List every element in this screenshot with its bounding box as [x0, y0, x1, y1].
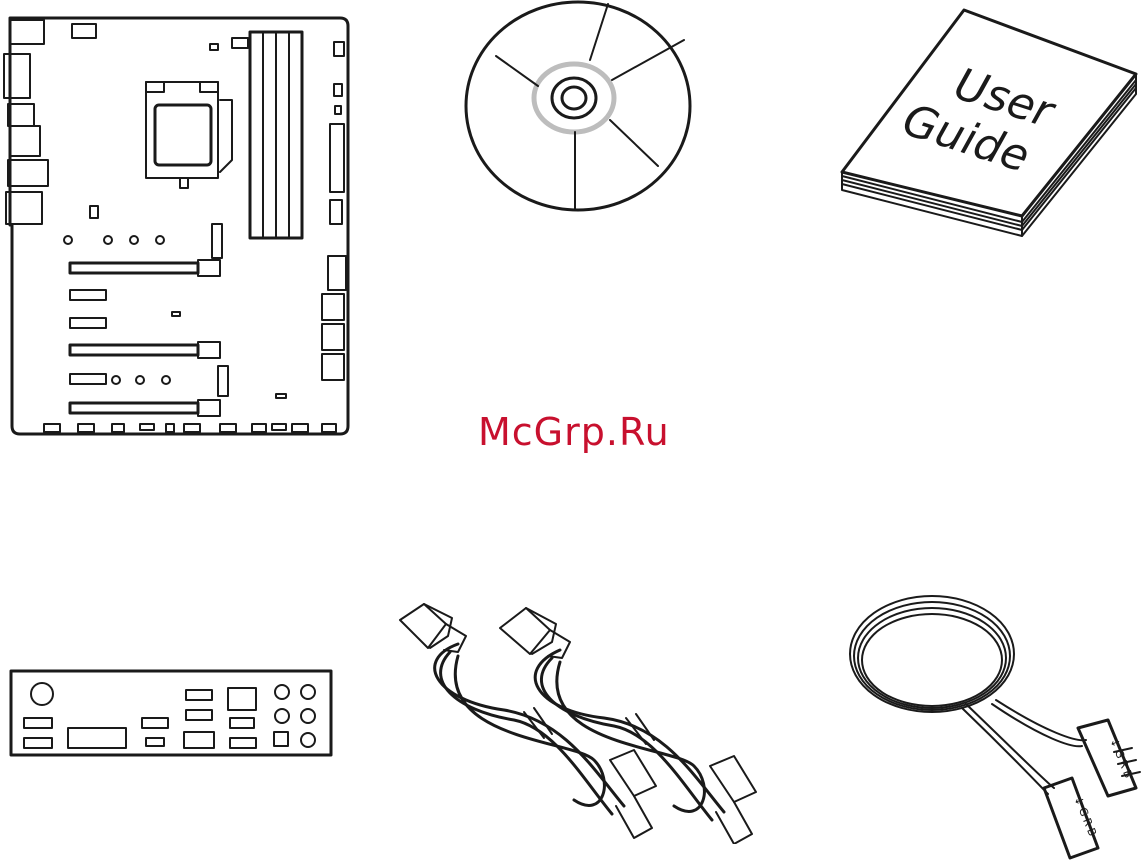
- rgb-connector-label-1: ↓GRB: [1107, 736, 1136, 783]
- watermark: McGrp.Ru: [478, 410, 670, 454]
- rgb-cable-icon: ↓GRB ↓GRB: [846, 592, 1144, 862]
- sata-cable-icon: [394, 600, 778, 844]
- book-icon: User Guide: [836, 4, 1144, 240]
- motherboard-icon: [0, 10, 360, 440]
- rgb-connector-label-2: ↓GRB: [1071, 794, 1100, 841]
- io-shield-icon: [8, 668, 334, 758]
- disc-icon: [462, 0, 702, 216]
